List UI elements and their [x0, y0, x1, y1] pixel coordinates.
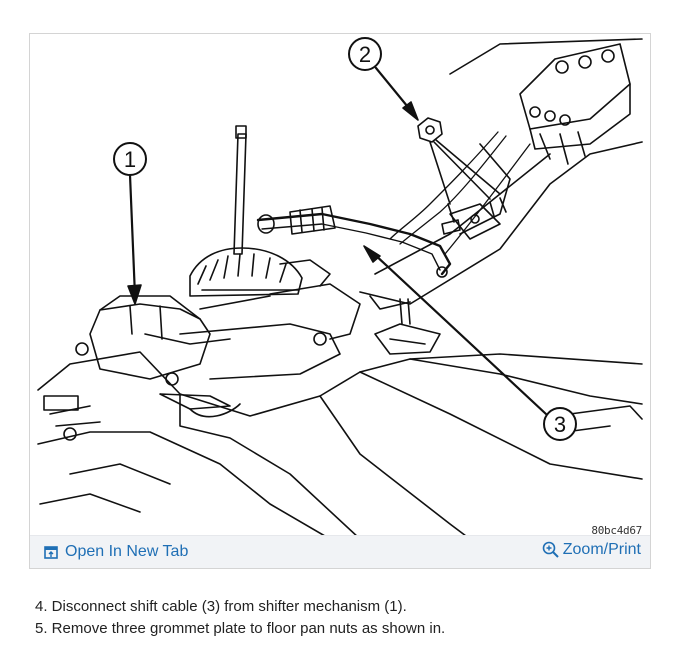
zoom-in-icon [542, 541, 559, 558]
zoom-print-label: Zoom/Print [562, 541, 641, 558]
shifter-cable-diagram: 1 2 3 [37, 37, 643, 539]
callout-1: 1 [113, 142, 147, 305]
figure-toolbar: Open In New Tab Zoom/Print [30, 535, 650, 568]
figure-code: 80bc4d67 [591, 524, 642, 537]
step-5: 5. Remove three grommet plate to floor p… [35, 620, 446, 637]
open-in-new-tab-link[interactable]: Open In New Tab [44, 543, 188, 561]
shift-cable-drawing [256, 205, 452, 278]
figure-panel: 1 2 3 80bc4d67 Open In New Tab [29, 33, 651, 569]
callout-3: 3 [363, 245, 577, 441]
callout-2: 2 [348, 37, 419, 121]
zoom-print-link[interactable]: Zoom/Print [542, 541, 641, 559]
callout-1-label: 1 [124, 147, 136, 172]
callout-3-label: 3 [554, 412, 566, 437]
console-drawing [359, 38, 643, 310]
wiring-drawing [389, 131, 531, 255]
callout-2-label: 2 [359, 42, 371, 67]
step-4: 4. Disconnect shift cable (3) from shift… [35, 598, 407, 615]
open-in-new-tab-label: Open In New Tab [65, 543, 189, 560]
instruction-steps: 4. Disconnect shift cable (3) from shift… [35, 596, 445, 640]
nuts-drawing [417, 117, 507, 235]
open-new-tab-icon [44, 545, 58, 559]
shifter-mechanism-drawing [63, 125, 411, 441]
